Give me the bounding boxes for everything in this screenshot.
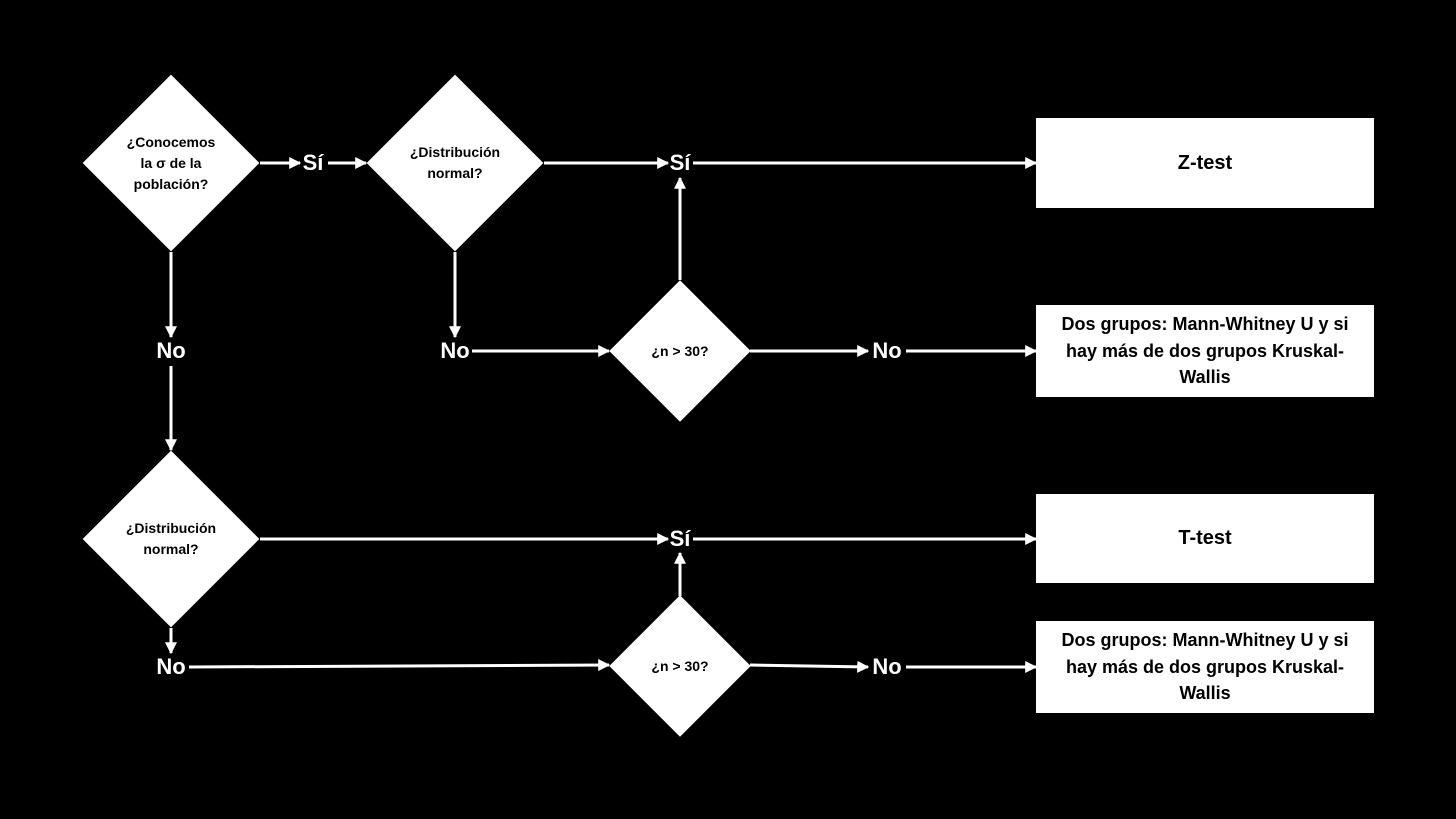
label-sigma-yes: Sí — [301, 150, 325, 176]
decision-normal-unknown-text: ¿Distribución normal? — [125, 520, 217, 557]
result-nonparametric-known-text: Dos grupos: Mann-Whitney U y si hay más … — [1061, 314, 1349, 388]
decision-normal-known: ¿Distribución normal? — [392, 100, 518, 226]
decision-sigma-known-text: ¿Conocemos la σ de la población? — [126, 133, 216, 192]
label-normal-unknown-yes: Sí — [668, 526, 692, 552]
label-n30-known-no: No — [871, 338, 903, 364]
result-t-test-text: T-test — [1178, 527, 1232, 549]
edge-no-to-n30-unknown — [188, 659, 611, 672]
decision-normal-unknown: ¿Distribución normal? — [108, 476, 234, 602]
label-sigma-no: No — [155, 338, 187, 364]
decision-n30-unknown-text: ¿n > 30? — [651, 657, 709, 674]
label-n30-unknown-no: No — [871, 654, 903, 680]
decision-normal-known-text: ¿Distribución normal? — [409, 144, 501, 181]
label-normal-known-yes: Sí — [668, 150, 692, 176]
decision-n30-unknown: ¿n > 30? — [630, 616, 730, 716]
decision-n30-known: ¿n > 30? — [630, 301, 730, 401]
result-nonparametric-unknown-text: Dos grupos: Mann-Whitney U y si hay más … — [1061, 630, 1349, 704]
edge-n30-unknown-to-no — [749, 660, 870, 673]
label-normal-unknown-no: No — [155, 654, 187, 680]
result-z-test: Z-test — [1036, 118, 1374, 208]
result-nonparametric-unknown: Dos grupos: Mann-Whitney U y si hay más … — [1036, 621, 1374, 713]
result-z-test-text: Z-test — [1177, 151, 1233, 174]
result-nonparametric-known: Dos grupos: Mann-Whitney U y si hay más … — [1036, 305, 1374, 397]
decision-n30-known-text: ¿n > 30? — [651, 342, 709, 359]
label-normal-known-no: No — [439, 338, 471, 364]
decision-sigma-known: ¿Conocemos la σ de la población? — [108, 100, 234, 226]
result-t-test: T-test — [1036, 494, 1374, 583]
